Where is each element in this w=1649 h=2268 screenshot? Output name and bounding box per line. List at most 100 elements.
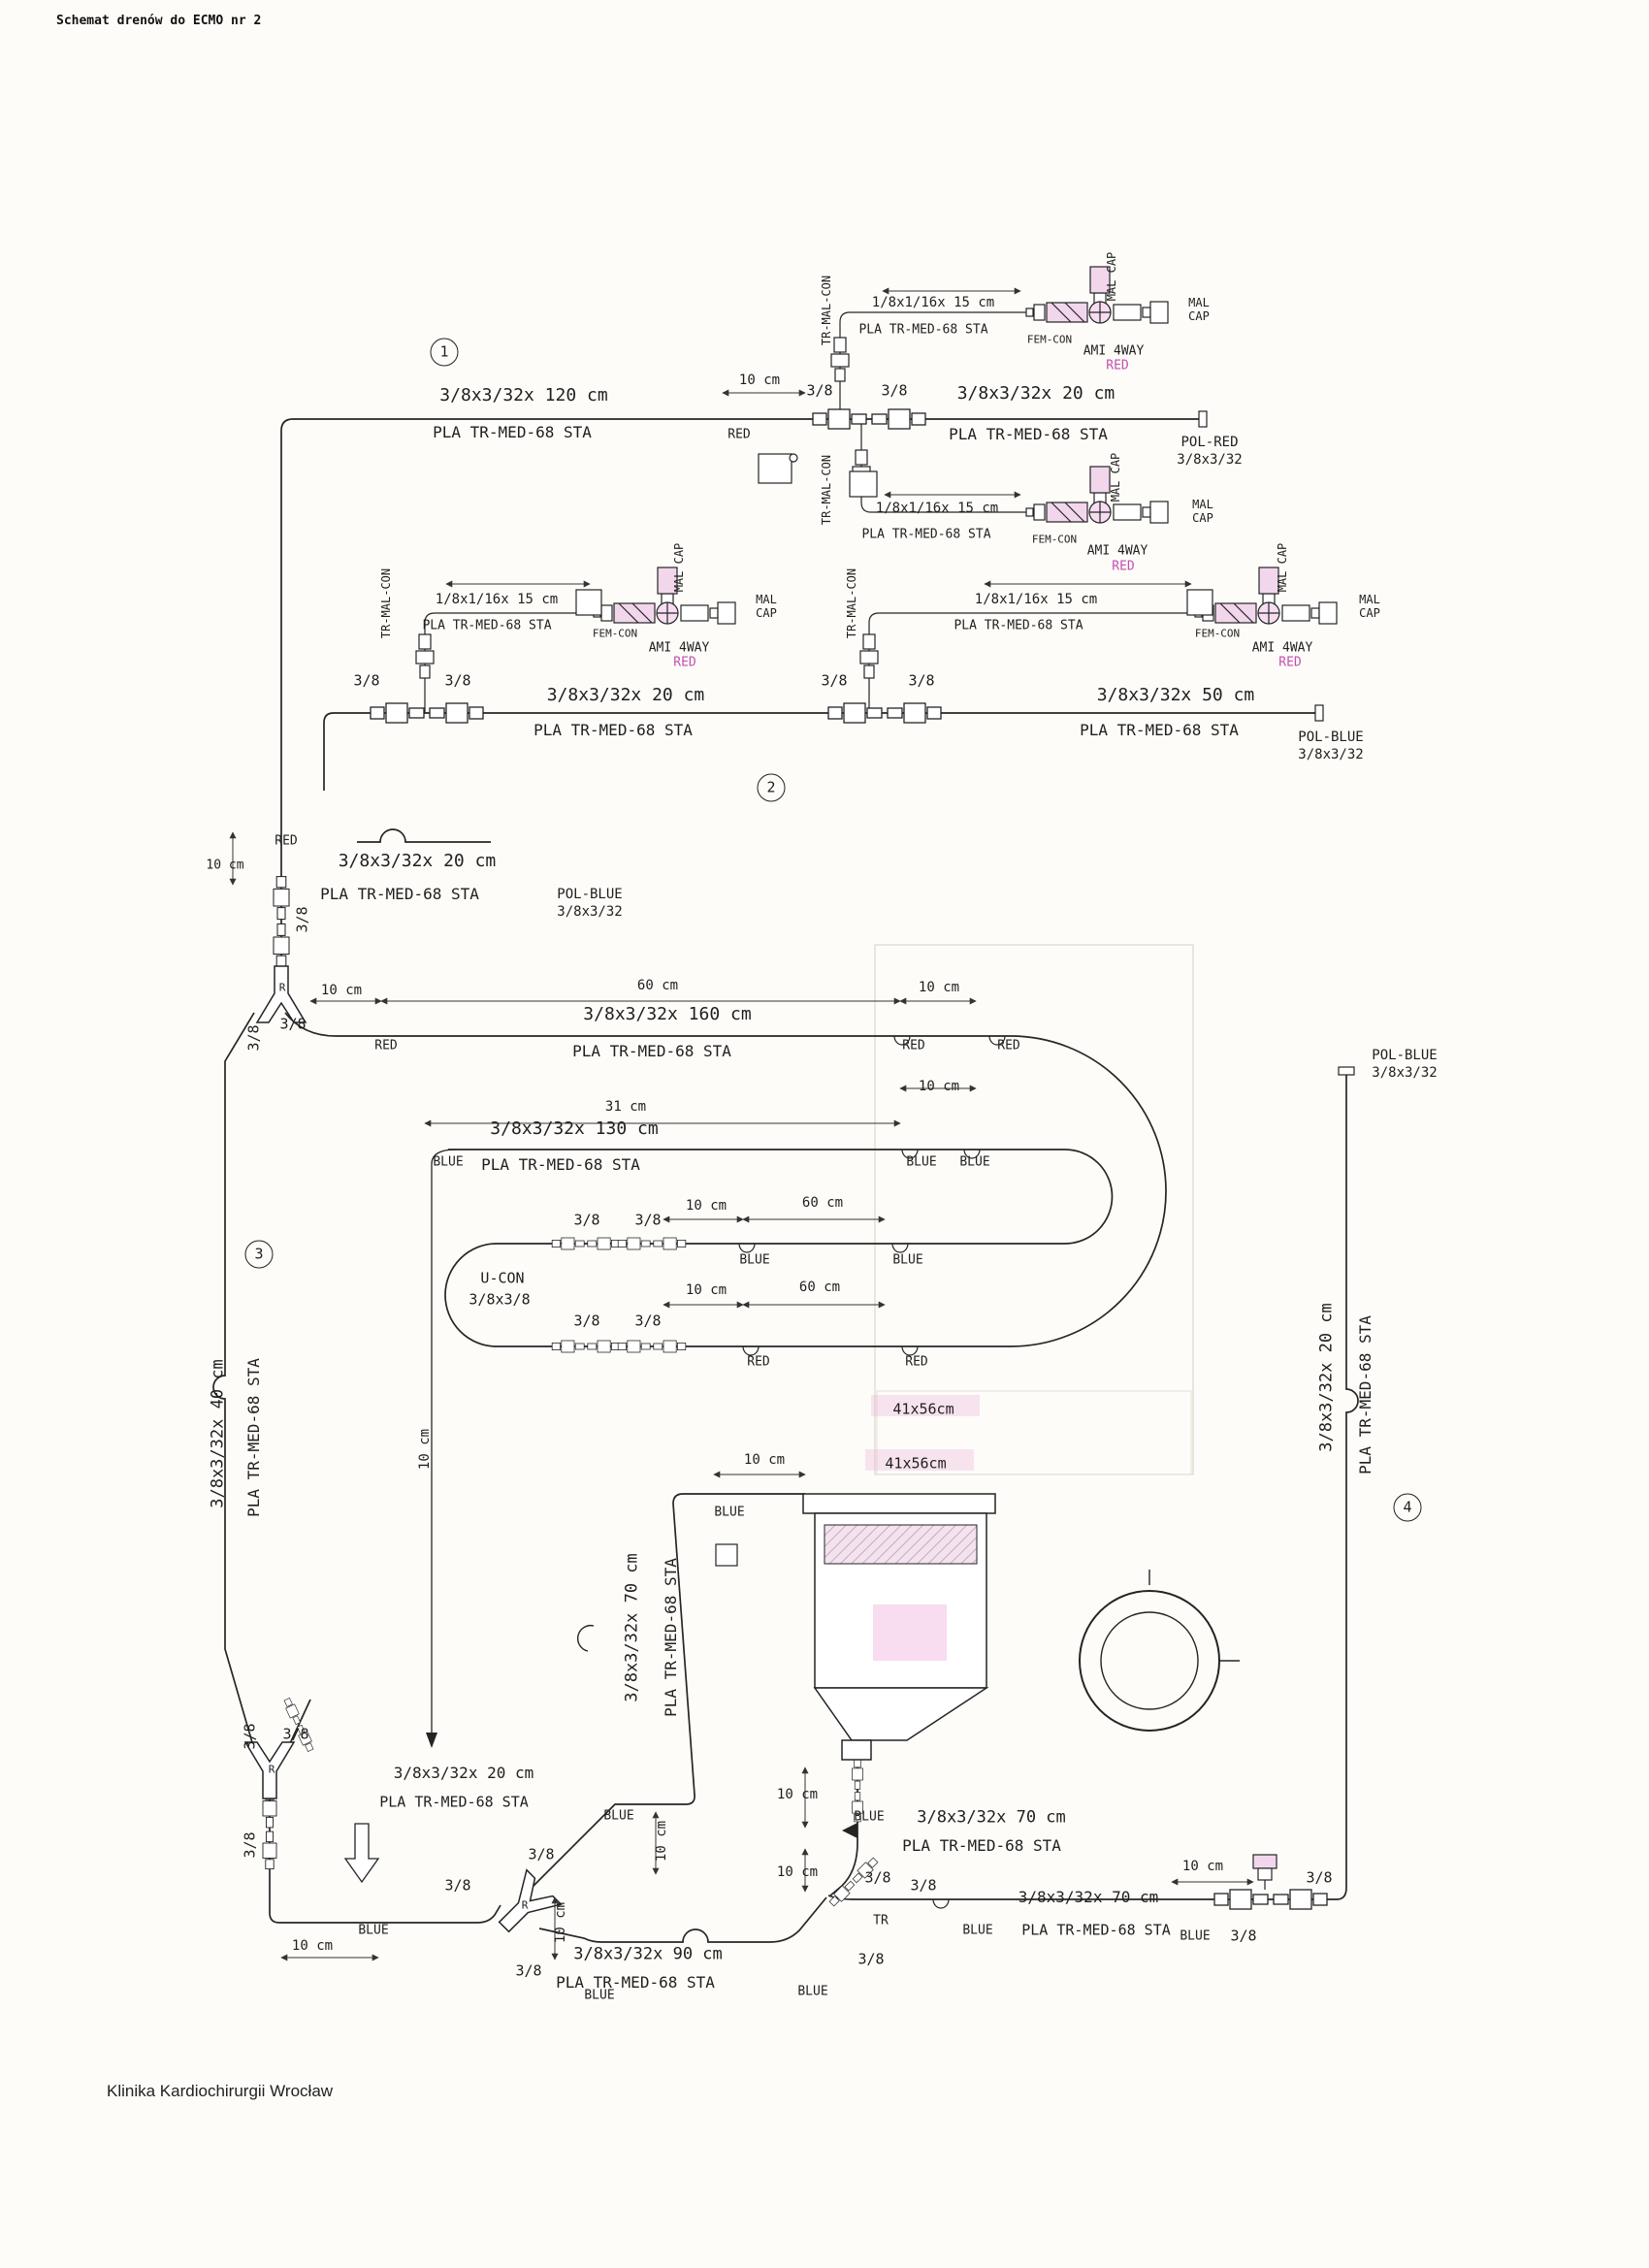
diagram-label: 1/8x1/16x 15 cm	[875, 501, 999, 516]
crossover-arc	[576, 1624, 595, 1652]
hollow-flow-arrow	[343, 1823, 380, 1884]
diagram-label: 10 cm	[553, 1901, 568, 1944]
diagram-label: PLA TR-MED-68 STA	[320, 885, 479, 903]
diagram-label: 41x56cm	[892, 1400, 954, 1418]
diagram-label: PLA TR-MED-68 STA	[861, 527, 991, 542]
diagram-label: 3/8	[241, 1831, 259, 1859]
diagram-label: 3/8	[634, 1211, 662, 1229]
footer-clinic-name: Klinika Kardiochirurgii Wrocław	[107, 2082, 334, 2100]
diagram-label: 3/8	[444, 1876, 471, 1895]
diagram-label: 3/8x3/32x 70 cm	[622, 1553, 642, 1702]
flow-arrow	[842, 1823, 857, 1838]
diagram-label: RED	[1278, 655, 1302, 670]
section-badge-1: 1	[430, 338, 459, 367]
dimension-lines	[229, 287, 1254, 1961]
tube-clamps	[738, 1035, 1006, 1909]
diagram-label: 3/8x3/32	[557, 904, 623, 920]
tr-mal-con	[415, 633, 435, 679]
diagram-label: MAL	[1359, 593, 1380, 606]
diagram-label: 10 cm	[776, 1864, 819, 1880]
diagram-label: 3/8	[1230, 1927, 1257, 1945]
diagram-label: PLA TR-MED-68 STA	[422, 618, 552, 633]
diagram-label: 3/8x3/32x 130 cm	[490, 1118, 659, 1139]
diagram-label: MAL CAP	[1105, 251, 1118, 302]
diagram-label: RED	[1112, 559, 1135, 574]
diagram-label: U-CON	[480, 1269, 525, 1287]
diagram-label: 41x56cm	[885, 1454, 947, 1473]
diagram-label: CAP	[1188, 309, 1210, 323]
diagram-label: POL-BLUE	[1372, 1048, 1438, 1063]
diagram-label: BLUE	[584, 1988, 615, 2003]
luer-port	[1252, 1854, 1277, 1890]
diagram-label: FEM-CON	[1194, 627, 1241, 640]
diagram-label: 10 cm	[685, 1282, 728, 1298]
tube-130-tail	[431, 1149, 457, 1733]
tube-loop-160-130	[336, 1035, 1167, 1347]
diagram-label: AMI 4WAY	[1083, 343, 1145, 359]
diagram-label: 3/8x3/32x 20 cm	[1316, 1303, 1337, 1452]
diagram-label: BLUE	[959, 1154, 990, 1170]
stopcock-assembly	[1025, 266, 1169, 324]
diagram-label: 3/8x3/32x 90 cm	[573, 1944, 723, 1964]
diagram-label: 1/8x1/16x 15 cm	[871, 295, 995, 310]
diagram-label: 3/8	[908, 671, 935, 690]
diagram-label: FEM-CON	[1031, 533, 1078, 546]
diagram-label: CAP	[1359, 606, 1380, 620]
diagram-label: PLA TR-MED-68 STA	[949, 425, 1108, 443]
diagram-label: R	[521, 1898, 529, 1912]
diagram-label: 3/8	[806, 381, 833, 400]
diagram-label: 10 cm	[417, 1428, 433, 1471]
tube-40cm	[212, 1012, 257, 1757]
diagram-label: PLA TR-MED-68 STA	[556, 1973, 715, 1992]
y-connector	[256, 965, 307, 1023]
diagram-label: AMI 4WAY	[1086, 543, 1148, 559]
diagram-label: 3/8	[444, 671, 471, 690]
diagram-label: PLA TR-MED-68 STA	[858, 322, 988, 338]
diagram-label: 3/8	[282, 1725, 309, 1743]
diagram-label: CAP	[1192, 511, 1213, 525]
diagram-label: PLA TR-MED-68 STA	[244, 1358, 263, 1517]
diagram-label: PLA TR-MED-68 STA	[433, 423, 592, 441]
section-badge-4: 4	[1393, 1493, 1422, 1522]
diagram-label: 31 cm	[604, 1099, 647, 1115]
diagram-label: 3/8	[821, 671, 848, 690]
diagram-label: R	[268, 1763, 275, 1776]
diagram-label: 10 cm	[206, 858, 244, 873]
diagram-label: RED	[747, 1354, 770, 1370]
diagram-label: BLUE	[892, 1252, 923, 1268]
diagram-label: MAL CAP	[672, 542, 686, 593]
diagram-label: PLA TR-MED-68 STA	[534, 721, 693, 739]
stopcock-assembly	[593, 567, 736, 625]
tube-120cm	[280, 418, 1203, 970]
diagram-label: R	[278, 981, 286, 994]
diagram-label: 1/8x1/16x 15 cm	[435, 592, 559, 607]
diagram-label: RED	[673, 655, 696, 670]
diagram-label: AMI 4WAY	[1251, 640, 1313, 656]
diagram-label: TR	[873, 1913, 889, 1928]
diagram-label: BLUE	[603, 1808, 634, 1824]
diagram-label: 60 cm	[801, 1195, 844, 1211]
diagram-label: BLUE	[358, 1923, 389, 1938]
diagram-label: BLUE	[854, 1809, 885, 1825]
diagram-label: RED	[905, 1354, 928, 1370]
diagram-label: MAL	[1192, 498, 1213, 511]
tube-90cm	[538, 1896, 827, 1943]
diagram-label: 3/8	[241, 1723, 259, 1750]
diagram-label: MAL	[1188, 296, 1210, 309]
diagram-label: 60 cm	[798, 1280, 841, 1295]
diagram-label: 60 cm	[636, 978, 679, 993]
diagram-label: 10 cm	[743, 1452, 786, 1468]
tube-20cm-float	[357, 828, 491, 843]
diagram-label: 3/8	[1306, 1868, 1333, 1887]
diagram-label: POL-BLUE	[557, 887, 623, 902]
diagram-label: 3/8	[573, 1312, 600, 1330]
diagram-label: 3/8	[910, 1876, 937, 1895]
diagram-label: PLA TR-MED-68 STA	[1021, 1921, 1171, 1939]
diagram-label: 3/8	[573, 1211, 600, 1229]
diagram-label: 10 cm	[918, 1079, 960, 1094]
section-badge-2: 2	[757, 773, 786, 802]
tube-70cm-right	[827, 1075, 1359, 1900]
diagram-label: MAL CAP	[1109, 452, 1122, 502]
